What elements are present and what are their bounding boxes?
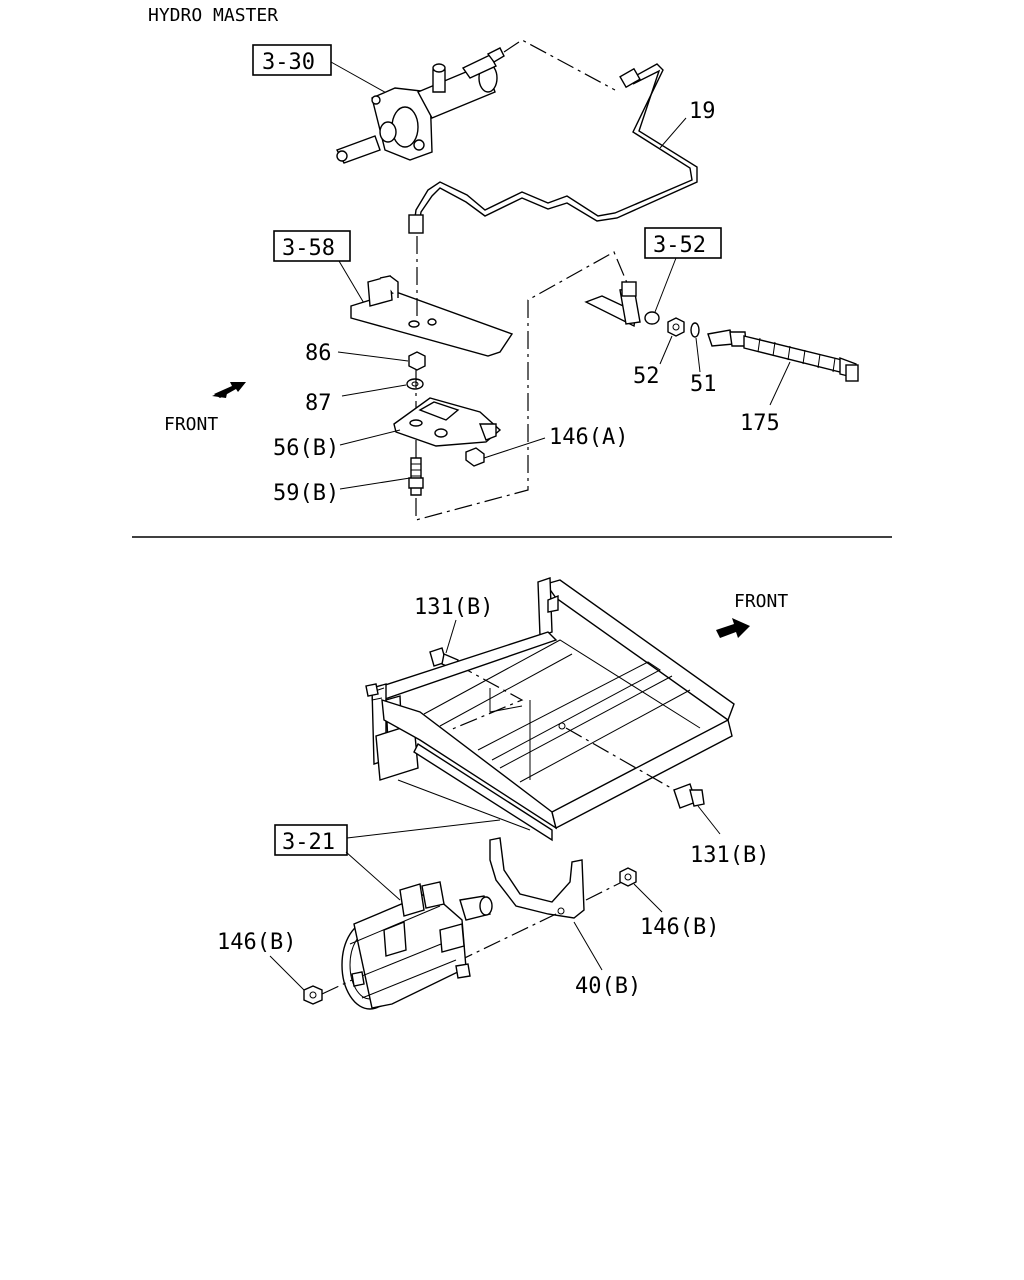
- leader-3-30: [330, 61, 391, 96]
- separator-assembly-3-21: [341, 881, 493, 1010]
- leader-146b-left: [269, 955, 305, 991]
- leader-52: [659, 335, 673, 365]
- front-arrow-icon: [212, 382, 246, 398]
- dashline-nut-filter: [321, 979, 353, 995]
- leader-40b: [573, 921, 603, 971]
- dashline-cylinder-pipe: [503, 39, 616, 91]
- leader-56b: [339, 429, 401, 446]
- leader-131b-top: [445, 619, 457, 654]
- leader-3-52: [654, 257, 677, 313]
- master-cylinder: [336, 47, 505, 164]
- bracket-56b: [393, 397, 502, 447]
- nut-86: [408, 351, 426, 371]
- label-19[interactable]: 19: [689, 99, 716, 124]
- svg-text:3-30: 3-30: [262, 50, 315, 75]
- nut-52: [667, 317, 685, 337]
- label-51[interactable]: 51: [690, 372, 717, 397]
- leader-131b-right: [697, 805, 721, 835]
- leader-51: [695, 337, 701, 373]
- bracket-3-58: [350, 275, 514, 357]
- label-131b-top[interactable]: 131(B): [414, 595, 493, 620]
- label-146a[interactable]: 146(A): [549, 425, 628, 450]
- dashline-bolt-frame: [449, 663, 524, 731]
- label-56b[interactable]: 56(B): [273, 436, 339, 461]
- dashline-bracket-nut: [585, 879, 627, 901]
- label-175[interactable]: 175: [740, 411, 780, 436]
- dashline-frame: [415, 251, 631, 521]
- ref-box-3-30[interactable]: 3-30: [252, 44, 332, 76]
- dashline-bracket-filter: [447, 913, 557, 967]
- ref-box-3-58[interactable]: 3-58: [273, 230, 351, 262]
- hose-175: [707, 329, 859, 382]
- label-59b[interactable]: 59(B): [273, 481, 339, 506]
- leader-19: [659, 117, 687, 149]
- label-146b-left[interactable]: 146(B): [217, 930, 296, 955]
- bolt-131b-right: [673, 783, 705, 809]
- svg-text:3-52: 3-52: [653, 233, 706, 258]
- leader-146b-right: [633, 883, 663, 913]
- leader-146a: [483, 437, 546, 459]
- washer-87: [406, 378, 424, 390]
- leader-59b: [339, 477, 411, 490]
- label-86[interactable]: 86: [305, 341, 332, 366]
- front-label-top: FRONT: [164, 414, 218, 435]
- diagram-title: HYDRO MASTER: [148, 5, 278, 26]
- ref-box-3-21[interactable]: 3-21: [274, 824, 348, 856]
- svg-text:3-58: 3-58: [282, 236, 335, 261]
- leader-3-21-a: [346, 819, 501, 839]
- svg-text:3-21: 3-21: [282, 830, 335, 855]
- strap-bracket-40b: [489, 837, 585, 919]
- label-131b-right[interactable]: 131(B): [690, 843, 769, 868]
- label-52[interactable]: 52: [633, 364, 660, 389]
- leader-87: [341, 384, 407, 397]
- nut-146b-right: [619, 867, 637, 887]
- fitting-3-52: [584, 281, 660, 328]
- ref-box-3-52[interactable]: 3-52: [644, 227, 722, 259]
- label-87[interactable]: 87: [305, 391, 332, 416]
- washer-51: [690, 322, 700, 338]
- leader-86: [337, 351, 409, 362]
- front-arrow-icon-bottom: [716, 618, 750, 638]
- label-40b[interactable]: 40(B): [575, 974, 641, 999]
- stud-59b: [408, 457, 424, 496]
- label-146b-right[interactable]: 146(B): [640, 915, 719, 940]
- leader-3-21-b: [345, 851, 401, 901]
- nut-146b-left: [303, 985, 323, 1005]
- front-label-bottom: FRONT: [734, 591, 788, 612]
- nut-146a: [465, 447, 485, 467]
- dashline-frame-bolt: [565, 727, 679, 793]
- brake-pipe-19: [408, 63, 698, 234]
- carrier-frame: [365, 577, 735, 842]
- leader-175: [769, 361, 791, 406]
